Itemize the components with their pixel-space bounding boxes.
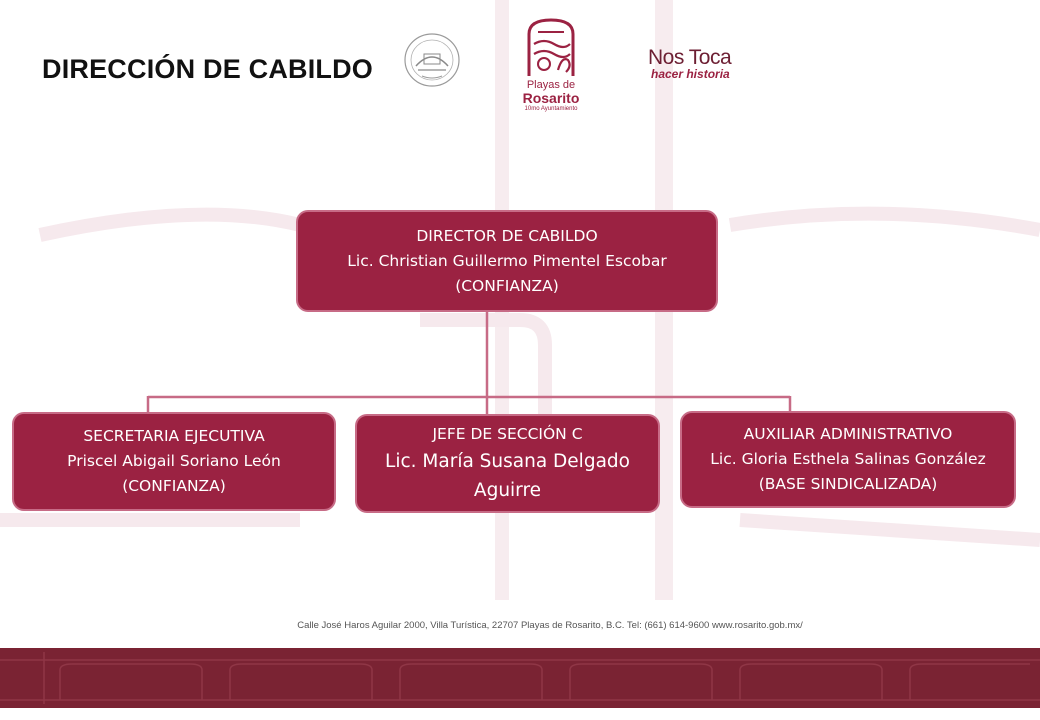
director-name: Lic. Christian Guillermo Pimentel Escoba… [347,251,667,270]
director-status: (CONFIANZA) [455,276,559,295]
secretaria-name: Priscel Abigail Soriano León [67,452,281,470]
auxiliar-name: Lic. Gloria Esthela Salinas González [710,450,986,468]
logo-text-ayuntamiento: 10mo Ayuntamiento [524,106,578,112]
rosarito-logo: Playas de Rosarito 10mo Ayuntamiento [516,16,586,116]
jefe-role: JEFE DE SECCIÓN C [432,425,583,443]
auxiliar-status: (BASE SINDICALIZADA) [758,475,938,493]
footer-address: Calle José Haros Aguilar 2000, Villa Tur… [297,620,803,631]
slogan-top: Nos Toca [648,46,732,69]
page-title: DIRECCIÓN DE CABILDO [42,54,374,84]
logo-text-rosarito: Rosarito [522,90,580,106]
footer-band [0,648,1040,708]
slogan-bottom: hacer historia [651,67,730,81]
secretaria-role: SECRETARIA EJECUTIVA [83,427,265,445]
auxiliar-box: AUXILIAR ADMINISTRATIVO Lic. Gloria Esth… [680,411,1016,508]
director-box: DIRECTOR DE CABILDO Lic. Christian Guill… [296,210,718,312]
secretaria-box: SECRETARIA EJECUTIVA Priscel Abigail Sor… [12,412,336,511]
director-role: DIRECTOR DE CABILDO [416,226,598,245]
logo-text-playas: Playas de [526,79,576,91]
auxiliar-role: AUXILIAR ADMINISTRATIVO [743,425,953,443]
jefe-box: JEFE DE SECCIÓN C Lic. María Susana Delg… [355,414,660,513]
secretaria-status: (CONFIANZA) [122,477,226,495]
municipal-seal-icon [404,33,460,87]
slogan: Nos Toca hacer historia [648,46,758,81]
jefe-name-line2: Aguirre [473,480,542,501]
footer-pattern [0,652,1040,704]
rosarito-logo-icon [527,18,575,76]
jefe-name-line1: Lic. María Susana Delgado [385,451,630,472]
